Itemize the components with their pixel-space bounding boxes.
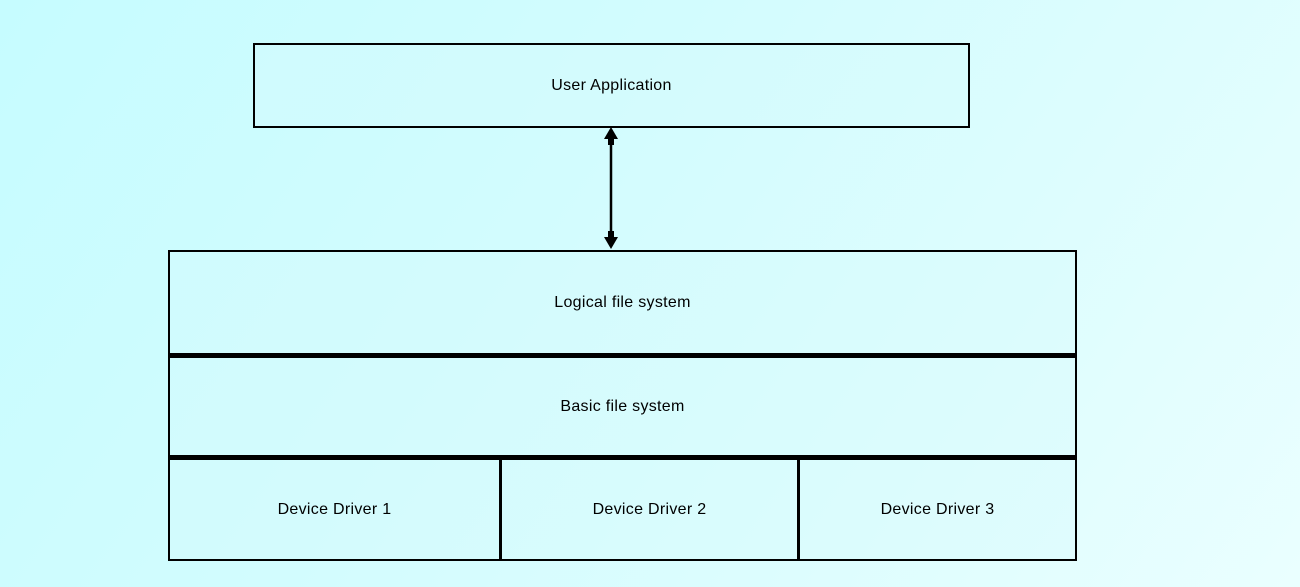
device-driver-1-label: Device Driver 1 [277, 500, 392, 518]
device-driver-3-box: Device Driver 3 [800, 460, 1075, 559]
device-driver-3-label: Device Driver 3 [880, 500, 995, 518]
logical-file-system-box: Logical file system [170, 252, 1075, 358]
device-driver-2-label: Device Driver 2 [592, 500, 707, 518]
device-driver-2-box: Device Driver 2 [502, 460, 800, 559]
user-application-label: User Application [551, 76, 672, 94]
file-system-stack: Logical file system Basic file system De… [168, 250, 1077, 561]
basic-file-system-box: Basic file system [170, 358, 1075, 460]
user-application-box: User Application [253, 43, 970, 128]
basic-file-system-label: Basic file system [560, 397, 685, 415]
double-headed-arrow-icon [604, 127, 618, 249]
logical-file-system-label: Logical file system [554, 293, 691, 311]
device-driver-row: Device Driver 1 Device Driver 2 Device D… [170, 460, 1075, 559]
device-driver-1-box: Device Driver 1 [170, 460, 502, 559]
